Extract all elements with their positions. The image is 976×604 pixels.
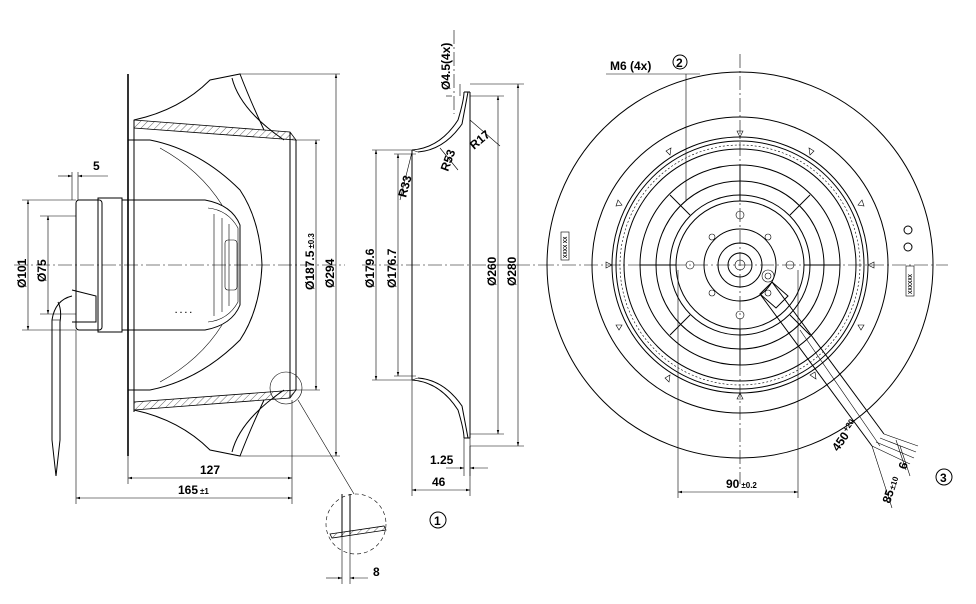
dim-85: 85±10 (871, 445, 902, 509)
svg-text:90±0.2: 90±0.2 (726, 477, 757, 491)
label-r17: R17 (467, 127, 493, 152)
svg-text:450+20: 450+20 (829, 417, 861, 454)
svg-text:3: 3 (940, 471, 947, 485)
label-d260: Ø260 (485, 256, 499, 286)
svg-text:Ø187.5±0.3: Ø187.5±0.3 (303, 233, 317, 290)
front-view: XXXX XX XXXXXX M6 (4x) 2 (540, 54, 953, 509)
callout-3: 3 (935, 468, 953, 486)
label-165-tol: ±1 (200, 487, 209, 496)
dim-90: 90±0.2 (677, 270, 799, 498)
dim-1-25: 1.25 (430, 438, 488, 476)
label-r33: R33 (395, 174, 414, 199)
label-d280: Ø280 (505, 256, 519, 286)
label-5: 5 (93, 159, 100, 173)
dim-5: 5 (58, 159, 108, 200)
dim-d260: Ø260 (470, 95, 504, 435)
label-m6: M6 (4x) (610, 59, 651, 73)
label-d176: Ø176.7 (385, 248, 399, 288)
label-d75: Ø75 (35, 259, 49, 282)
dim-d187: Ø187.5±0.3 (296, 139, 320, 391)
dots: · · · · (175, 308, 192, 317)
dim-d101: Ø101 (15, 199, 76, 331)
side-view: · · · · Ø101 Ø75 5 Ø (14, 73, 355, 504)
label-85: 85 (880, 488, 898, 505)
label-d101: Ø101 (15, 258, 29, 288)
svg-text:165±1: 165±1 (178, 483, 209, 497)
dim-d75: Ø75 (35, 215, 76, 315)
callout-2: 2 (672, 54, 688, 70)
label-1-25: 1.25 (430, 453, 454, 467)
label-d187: Ø187.5 (303, 250, 317, 290)
svg-text:85±10: 85±10 (880, 474, 902, 505)
dim-46: 46 (411, 380, 471, 496)
label-90-tol: ±0.2 (741, 481, 757, 490)
label-d179: Ø179.6 (363, 248, 377, 288)
label-right: XXXXXX (908, 273, 914, 294)
dim-450: 450+20 (799, 329, 881, 454)
dim-d176: Ø176.7 (385, 153, 416, 377)
label-165: 165 (178, 483, 198, 497)
label-d4-5: Ø4.5(4x) (439, 43, 453, 90)
dim-d179: Ø179.6 (363, 149, 412, 381)
label-d187-tol: ±0.3 (307, 233, 316, 249)
label-450-tol: +20 (841, 417, 856, 434)
label-85-tol: ±10 (888, 475, 901, 491)
dim-d280: Ø280 (470, 83, 524, 447)
callout-1: 1 (429, 511, 447, 529)
dim-m6: M6 (4x) (606, 59, 700, 200)
dim-127: 127 (127, 400, 293, 504)
dim-6: 6 (896, 445, 911, 477)
label-left: XXXX XX (563, 236, 569, 258)
inlet-ring-view: Ø4.5(4x) R17 R53 R33 Ø179.6 Ø176.7 Ø2 (362, 30, 540, 529)
label-90: 90 (726, 477, 740, 491)
label-127: 127 (200, 463, 220, 477)
label-46: 46 (432, 475, 446, 489)
svg-text:2: 2 (676, 56, 683, 70)
label-r53: R53 (438, 147, 459, 173)
label-8: 8 (373, 565, 380, 579)
dim-165: 165±1 (75, 330, 292, 504)
svg-text:1: 1 (434, 514, 441, 528)
label-d294: Ø294 (323, 258, 337, 288)
label-6: 6 (896, 460, 911, 471)
dim-d294: Ø294 (240, 73, 340, 457)
detail-view: 8 (325, 493, 387, 584)
